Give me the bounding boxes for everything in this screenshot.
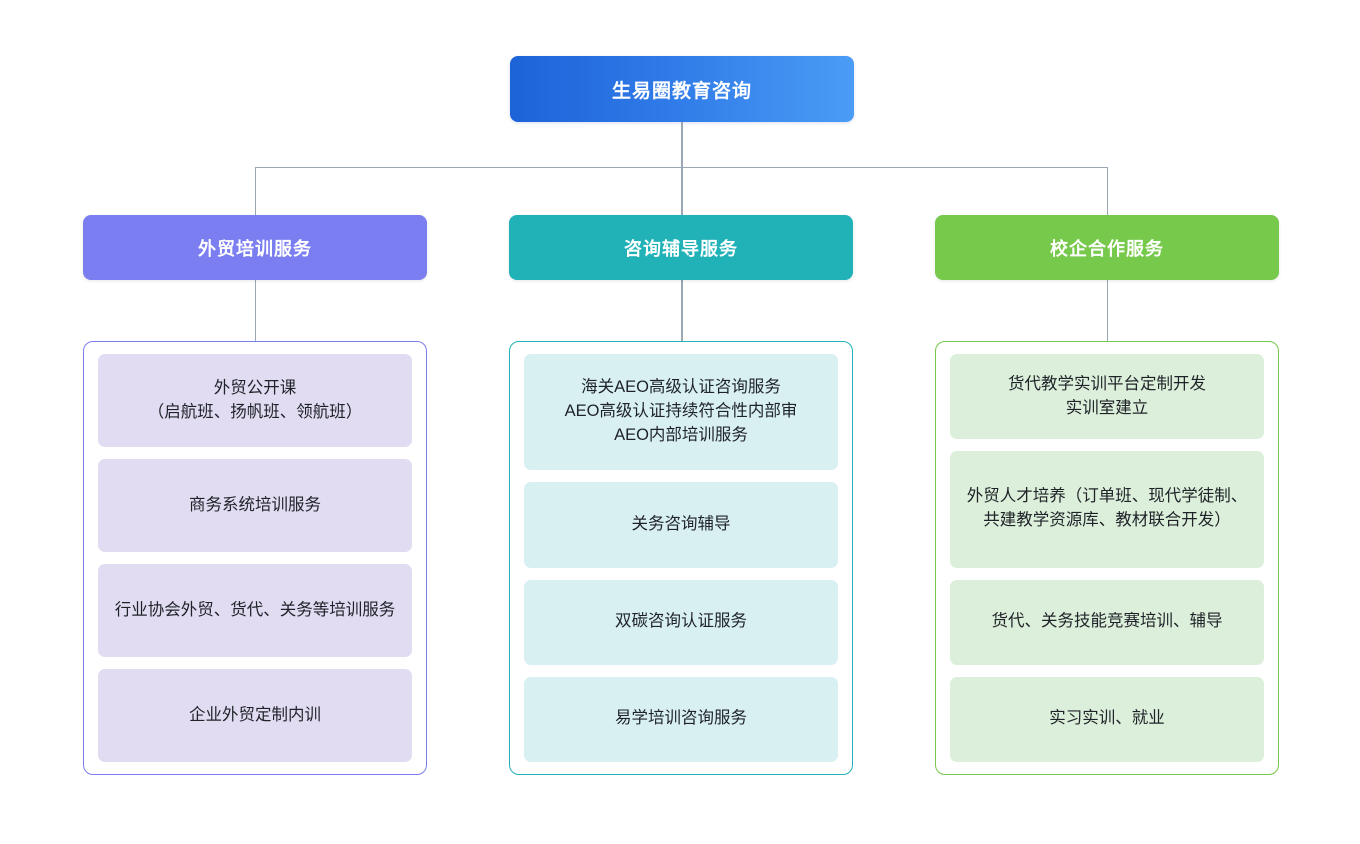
service-item[interactable]: 双碳咨询认证服务 — [524, 579, 838, 665]
service-item[interactable]: 关务咨询辅导 — [524, 482, 838, 568]
service-group-zixun-fudao: 海关AEO高级认证咨询服务 AEO高级认证持续符合性内部审 AEO内部培训服务 … — [509, 341, 853, 775]
connector-stem-column-1 — [255, 280, 257, 342]
category-header-label: 校企合作服务 — [1050, 238, 1164, 259]
service-item[interactable]: 海关AEO高级认证咨询服务 AEO高级认证持续符合性内部审 AEO内部培训服务 — [524, 354, 838, 471]
service-item[interactable]: 实习实训、就业 — [950, 676, 1264, 763]
service-group-xiaoqi-hezuo: 货代教学实训平台定制开发 实训室建立 外贸人才培养（订单班、现代学徒制、共建教学… — [935, 341, 1279, 775]
connector-stem-column-2 — [681, 280, 683, 342]
service-item[interactable]: 外贸公开课 （启航班、扬帆班、领航班） — [98, 354, 412, 447]
category-header-xiaoqi-hezuo[interactable]: 校企合作服务 — [935, 215, 1279, 280]
connector-drop-column-2 — [681, 166, 683, 216]
service-item[interactable]: 企业外贸定制内训 — [98, 669, 412, 762]
category-header-label: 咨询辅导服务 — [624, 238, 738, 259]
service-item[interactable]: 易学培训咨询服务 — [524, 676, 838, 763]
category-header-zixun-fudao[interactable]: 咨询辅导服务 — [509, 215, 853, 280]
service-item[interactable]: 行业协会外贸、货代、关务等培训服务 — [98, 564, 412, 657]
category-header-label: 外贸培训服务 — [198, 238, 312, 259]
service-item[interactable]: 外贸人才培养（订单班、现代学徒制、共建教学资源库、教材联合开发） — [950, 451, 1264, 568]
connector-drop-column-3 — [1106, 166, 1108, 216]
service-item[interactable]: 商务系统培训服务 — [98, 459, 412, 552]
root-node-title: 生易圈教育咨询 — [611, 80, 752, 102]
connector-drop-column-1 — [255, 166, 257, 216]
service-item[interactable]: 货代教学实训平台定制开发 实训室建立 — [950, 354, 1264, 440]
service-item[interactable]: 货代、关务技能竞赛培训、辅导 — [950, 579, 1264, 665]
root-node[interactable]: 生易圈教育咨询 — [510, 56, 854, 122]
category-header-waimao-peixun[interactable]: 外贸培训服务 — [83, 215, 427, 280]
connector-stem-column-3 — [1106, 280, 1108, 342]
service-group-waimao-peixun: 外贸公开课 （启航班、扬帆班、领航班） 商务系统培训服务 行业协会外贸、货代、关… — [83, 341, 427, 775]
connector-root-trunk — [681, 122, 683, 167]
